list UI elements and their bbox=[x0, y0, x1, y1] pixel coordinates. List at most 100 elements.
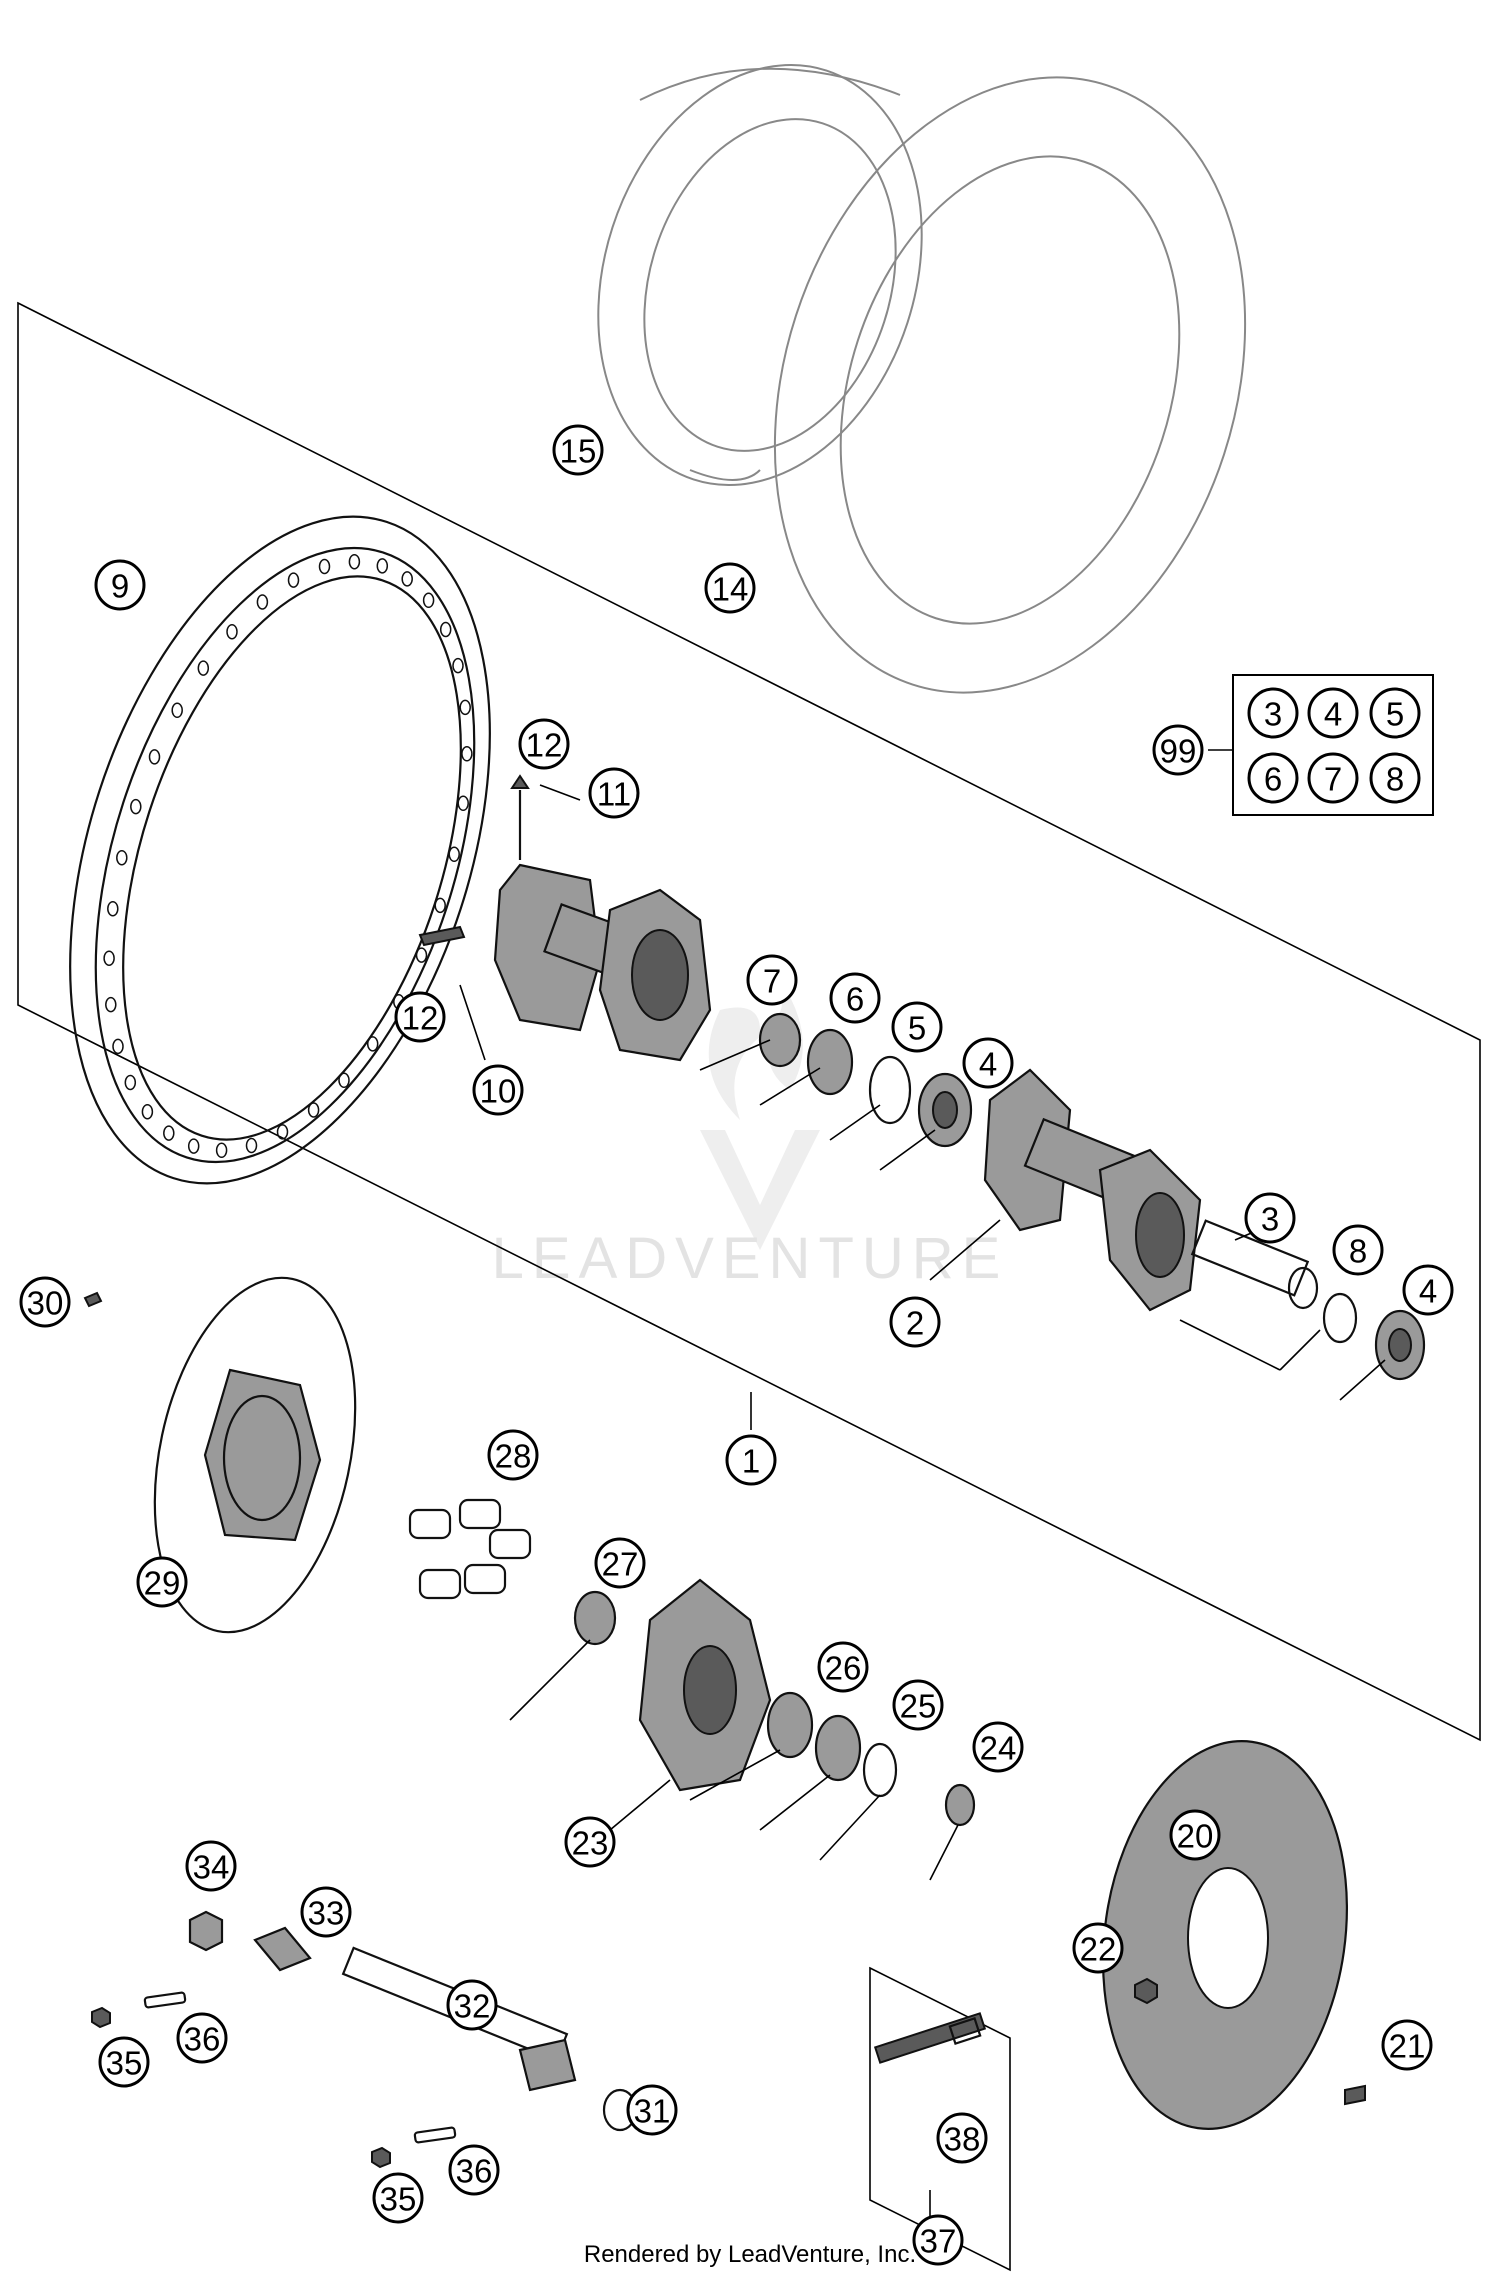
bearing-set-left bbox=[758, 1012, 973, 1148]
callout-part-31[interactable]: 31 bbox=[626, 2084, 678, 2136]
rim-hole bbox=[287, 572, 300, 588]
callout-part-11[interactable]: 11 bbox=[588, 767, 640, 819]
callout-label: 21 bbox=[1389, 2028, 1426, 2065]
kit-99-item-7[interactable]: 7 bbox=[1307, 752, 1359, 804]
rim-hole bbox=[338, 1072, 350, 1089]
callout-label: 15 bbox=[560, 433, 597, 470]
callout-part-35[interactable]: 35 bbox=[372, 2172, 424, 2224]
callout-part-4[interactable]: 4 bbox=[962, 1037, 1014, 1089]
brake-disc-drawing bbox=[83, 1276, 357, 1634]
callout-label: 7 bbox=[763, 963, 781, 1000]
rim-hole bbox=[105, 996, 117, 1013]
callout-label: 33 bbox=[308, 1895, 345, 1932]
callout-part-20[interactable]: 20 bbox=[1169, 1809, 1221, 1861]
callout-part-14[interactable]: 14 bbox=[704, 562, 756, 614]
rim-hole bbox=[448, 846, 460, 863]
rim-hole bbox=[226, 623, 238, 640]
callout-part-23[interactable]: 23 bbox=[564, 1816, 616, 1868]
callout-part-4[interactable]: 4 bbox=[1402, 1264, 1454, 1316]
hub-drawing bbox=[418, 774, 712, 1062]
callout-part-29[interactable]: 29 bbox=[136, 1556, 188, 1608]
rim-hole bbox=[376, 558, 389, 574]
callout-part-33[interactable]: 33 bbox=[300, 1886, 352, 1938]
callout-label: 28 bbox=[495, 1438, 532, 1475]
kit-99-item-6[interactable]: 6 bbox=[1247, 752, 1299, 804]
callout-part-25[interactable]: 25 bbox=[892, 1679, 944, 1731]
rim-hole bbox=[366, 1036, 379, 1052]
callout-part-36[interactable]: 36 bbox=[176, 2012, 228, 2064]
callout-part-27[interactable]: 27 bbox=[594, 1537, 646, 1589]
rim-hole bbox=[148, 749, 161, 765]
callout-part-21[interactable]: 21 bbox=[1381, 2019, 1433, 2071]
rim-hole bbox=[318, 558, 331, 575]
rim-hole bbox=[245, 1137, 258, 1154]
callout-part-7[interactable]: 7 bbox=[746, 954, 798, 1006]
rim-hole bbox=[141, 1103, 154, 1120]
callout-label: 2 bbox=[906, 1305, 924, 1342]
callout-label: 99 bbox=[1160, 733, 1197, 770]
callout-part-3[interactable]: 3 bbox=[1244, 1192, 1296, 1244]
kit-item-label: 5 bbox=[1386, 696, 1404, 733]
callout-part-1[interactable]: 1 bbox=[725, 1434, 777, 1486]
rim-hole bbox=[107, 900, 119, 917]
callout-label: 27 bbox=[602, 1546, 639, 1583]
callout-part-15[interactable]: 15 bbox=[552, 424, 604, 476]
callout-part-35[interactable]: 35 bbox=[98, 2036, 150, 2088]
callout-label: 14 bbox=[712, 571, 749, 608]
callout-part-12[interactable]: 12 bbox=[394, 991, 446, 1043]
callout-label: 23 bbox=[572, 1825, 609, 1862]
callout-part-30[interactable]: 30 bbox=[19, 1276, 71, 1328]
rim-hole bbox=[276, 1124, 289, 1140]
rear-sprocket-drawing bbox=[1102, 1740, 1366, 2130]
kit-99-item-4[interactable]: 4 bbox=[1307, 687, 1359, 739]
callout-part-2[interactable]: 2 bbox=[889, 1296, 941, 1348]
rim-drawing bbox=[69, 515, 491, 1185]
callout-part-34[interactable]: 34 bbox=[185, 1840, 237, 1892]
callout-part-32[interactable]: 32 bbox=[446, 1979, 498, 2031]
callout-part-22[interactable]: 22 bbox=[1072, 1922, 1124, 1974]
rim-hole bbox=[130, 798, 142, 815]
leader-lines bbox=[459, 784, 1386, 2238]
callout-label: 37 bbox=[920, 2223, 957, 2260]
callout-part-36[interactable]: 36 bbox=[448, 2144, 500, 2196]
rim-hole bbox=[422, 592, 435, 609]
spacer-set-right bbox=[1190, 1219, 1426, 1381]
callout-part-24[interactable]: 24 bbox=[972, 1721, 1024, 1773]
rim-hole bbox=[116, 849, 128, 866]
callout-label: 12 bbox=[402, 1000, 439, 1037]
callout-label: 11 bbox=[597, 776, 631, 813]
axle-parts-drawing bbox=[91, 1910, 638, 2169]
callout-part-8[interactable]: 8 bbox=[1332, 1224, 1384, 1276]
callout-part-9[interactable]: 9 bbox=[94, 559, 146, 611]
callout-label: 36 bbox=[184, 2021, 221, 2058]
watermark-logo-icon bbox=[700, 1130, 820, 1250]
callout-part-38[interactable]: 38 bbox=[936, 2112, 988, 2164]
rim-hole bbox=[187, 1138, 200, 1154]
callout-label: 35 bbox=[106, 2045, 143, 2082]
rim-hole bbox=[415, 947, 428, 963]
kit-item-label: 3 bbox=[1264, 696, 1282, 733]
callout-label: 25 bbox=[900, 1688, 937, 1725]
rim-hole bbox=[439, 621, 452, 638]
callout-part-10[interactable]: 10 bbox=[472, 1064, 524, 1116]
kit-99-item-5[interactable]: 5 bbox=[1369, 687, 1421, 739]
callout-part-5[interactable]: 5 bbox=[891, 1001, 943, 1053]
rim-hole bbox=[124, 1074, 137, 1091]
callout-label: 10 bbox=[480, 1073, 517, 1110]
kit-item-label: 8 bbox=[1386, 761, 1404, 798]
callout-part-99[interactable]: 99 bbox=[1152, 724, 1204, 776]
inner-tube-drawing bbox=[597, 63, 923, 487]
rim-hole bbox=[307, 1102, 320, 1118]
rim-hole bbox=[171, 702, 183, 719]
sprocket-carrier-drawing bbox=[573, 1578, 976, 1827]
callout-part-28[interactable]: 28 bbox=[487, 1429, 539, 1481]
kit-99-item-8[interactable]: 8 bbox=[1369, 752, 1421, 804]
callout-part-6[interactable]: 6 bbox=[829, 972, 881, 1024]
kit-99-item-3[interactable]: 3 bbox=[1247, 687, 1299, 739]
callout-part-26[interactable]: 26 bbox=[817, 1641, 869, 1693]
callout-part-12[interactable]: 12 bbox=[518, 718, 570, 770]
rim-hole bbox=[197, 660, 210, 676]
callout-part-37[interactable]: 37 bbox=[912, 2214, 964, 2266]
callout-label: 5 bbox=[908, 1010, 926, 1047]
rim-hole bbox=[461, 746, 473, 762]
